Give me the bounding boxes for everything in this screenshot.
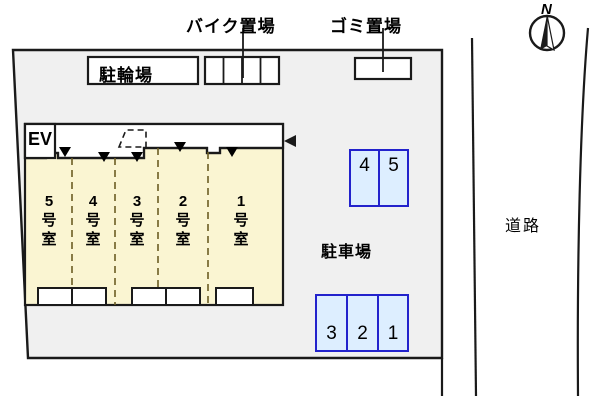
corridor-entrance-arrow-icon (284, 135, 296, 147)
room-kanji-shitsu: 室 (129, 231, 145, 248)
room-kanji-shitsu: 室 (85, 231, 101, 248)
bicycle-parking-box (86, 55, 200, 86)
parking-lot-label: 駐車場 (321, 244, 373, 261)
room-label-2: 2 号 室 (170, 192, 196, 249)
parking-stall-number-1: 1 (387, 323, 399, 344)
bike-stall-strip (203, 55, 281, 86)
road-label: 道路 (505, 218, 542, 235)
balconies (37, 287, 254, 306)
elevator-label: EV (28, 129, 53, 149)
compass-needle-dark (540, 15, 547, 50)
room-number: 4 (88, 193, 98, 210)
parking-stall-number-3: 3 (326, 323, 337, 344)
entrance-arrow-icon (98, 152, 110, 162)
road-right-edge (576, 27, 590, 397)
room-kanji-shitsu: 室 (175, 231, 191, 248)
room-kanji-gou: 号 (129, 212, 145, 229)
compass-needle-light (546, 14, 555, 52)
bike-parking-caption: バイク置場 (186, 17, 276, 36)
room-label-1: 1 号 室 (228, 192, 254, 249)
room-kanji-gou: 号 (85, 212, 101, 229)
unit-entrance-arrows (59, 142, 238, 162)
parking-stall-box[interactable] (315, 294, 409, 352)
parking-stalls-upper (349, 149, 409, 207)
road-left-edge (470, 37, 478, 397)
parking-stall-number-2: 2 (357, 323, 368, 344)
room-label-5: 5 号 室 (36, 192, 62, 249)
balcony (215, 287, 254, 306)
room-kanji-gou: 号 (175, 212, 191, 229)
elevator-shaft (23, 122, 57, 160)
room-kanji-shitsu: 室 (41, 231, 57, 248)
room-number: 3 (132, 193, 142, 210)
compass-rose (528, 14, 566, 52)
entrance-arrow-icon (131, 152, 143, 162)
parking-stall-number-4: 4 (359, 155, 370, 176)
room-number: 2 (178, 193, 188, 210)
room-label-4: 4 号 室 (80, 192, 106, 249)
room-number: 5 (44, 193, 54, 210)
garbage-area-caption: ゴミ置場 (330, 17, 402, 36)
entrance-arrow-icon (174, 142, 186, 152)
entrance-arrow-icon (59, 147, 71, 157)
entrance-arrow-icon (226, 147, 238, 157)
unit-divider-lines (71, 148, 209, 305)
room-label-3: 3 号 室 (124, 192, 150, 249)
stairs-dashed-outline (117, 129, 147, 148)
bicycle-parking-label: 駐輪場 (99, 66, 153, 85)
parking-stall-number-5: 5 (388, 155, 399, 176)
room-kanji-gou: 号 (41, 212, 57, 229)
room-kanji-gou: 号 (233, 212, 249, 229)
parking-stalls-lower (315, 294, 409, 352)
compass-north-label: N (541, 1, 552, 18)
room-kanji-shitsu: 室 (233, 231, 249, 248)
room-number: 1 (236, 193, 246, 210)
